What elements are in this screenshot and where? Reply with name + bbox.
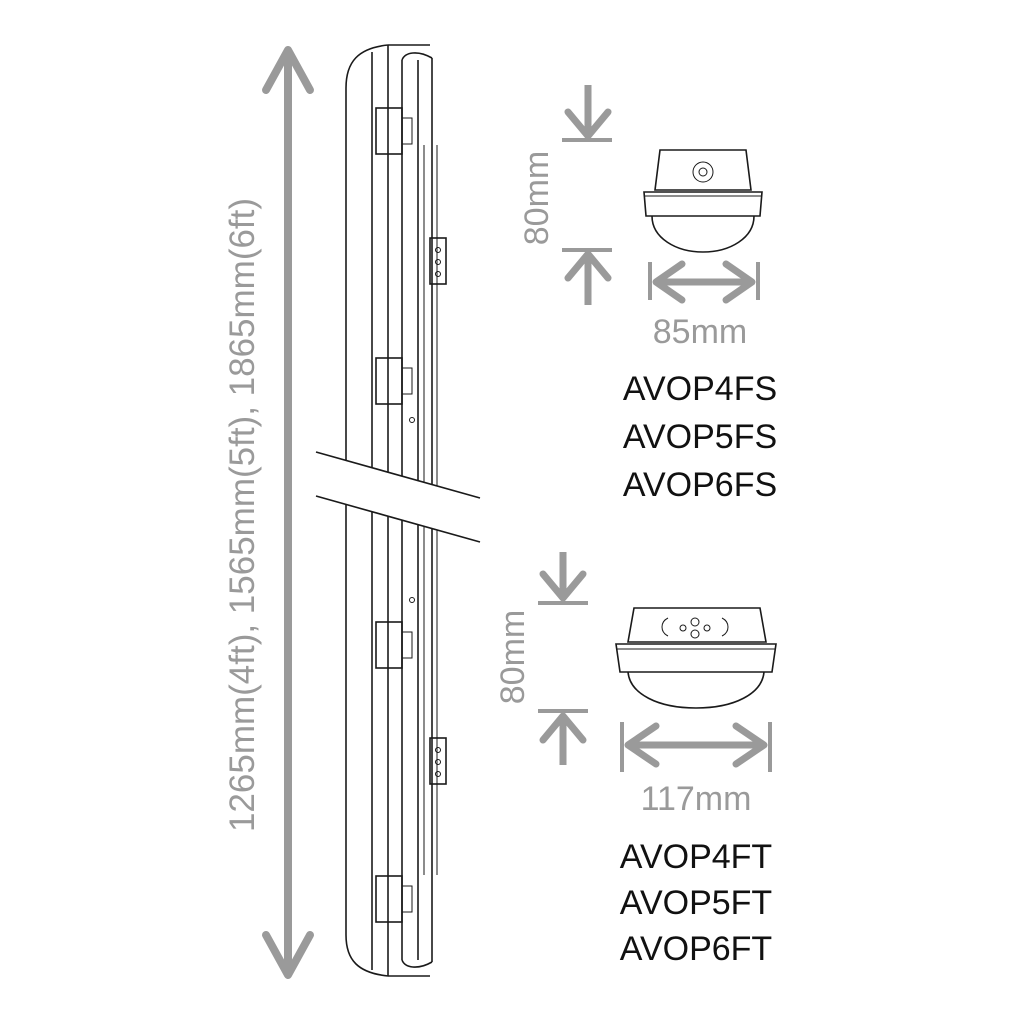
ft-height-label: 80mm [494,610,532,704]
fs-width-label: 85mm [653,313,747,351]
fs-profile-shape [643,149,763,253]
bracket-bottom [429,737,447,785]
clip-3 [375,621,413,669]
ft-model-1: AVOP4FT [620,838,772,876]
clip-1 [375,107,413,155]
fs-profile: 80mm 85mm AVOP4FS AVOP5FS AVOP6FS [518,85,777,504]
clip-2 [375,357,413,405]
fs-height-arrow-top [564,108,612,140]
diffuser-outline [345,44,389,977]
ft-model-3: AVOP6FT [620,930,772,968]
fs-model-1: AVOP4FS [623,370,777,408]
bracket-top [429,237,447,285]
fs-height-label: 80mm [518,151,556,245]
ft-model-2: AVOP5FT [620,884,772,922]
length-dimension: 1265mm(4ft), 1565mm(5ft), 1865mm(6ft) [223,46,314,979]
fs-width-arrow-left [652,260,686,304]
clip-4 [375,875,413,923]
fs-model-3: AVOP6FS [623,466,777,504]
ft-width-arrow-right [732,722,768,768]
length-dimension-label: 1265mm(4ft), 1565mm(5ft), 1865mm(6ft) [223,198,262,832]
ft-width-arrow-left [624,722,660,768]
ft-height-arrow-bottom [539,712,587,744]
fs-width-arrow-right [722,260,756,304]
break-band [316,452,480,542]
fs-height-arrow-bottom [564,250,612,282]
fs-model-2: AVOP5FS [623,418,777,456]
ft-profile-shape [615,607,777,709]
ft-profile: 80mm 117mm AVOP4FT AVOP5FT AVOP6FT [494,552,777,968]
length-arrow-top [262,46,314,94]
luminaire-side-view [315,44,481,977]
length-arrow-bottom [262,931,314,979]
ft-height-arrow-top [539,570,587,602]
ft-width-label: 117mm [641,780,752,818]
